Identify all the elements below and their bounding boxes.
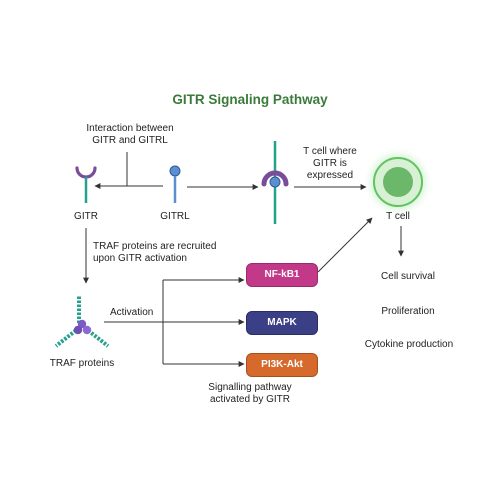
branch-arrows [162,277,245,367]
pathway-label: PI3K-Akt [261,359,303,370]
traf-proteins-label: TRAF proteins [49,358,115,369]
tcell-where-label: T cell where GITR is expressed [303,146,357,181]
traf-proteins-icon [54,296,110,348]
pathway-mapk-pill: MAPK [246,311,318,335]
pathway-label: NF-kB1 [264,269,300,280]
nfkb-to-tcell-arrow [317,217,373,273]
t-cell-icon [364,148,432,216]
outcome-cytokine-production: Cytokine production [364,339,454,350]
gitr-gitrl-complex-icon [261,141,289,224]
pathway-pi3k-akt-pill: PI3K-Akt [246,353,318,377]
traf-recruited-label: TRAF proteins are recruited upon GITR ac… [93,241,217,264]
page-title: GITR Signaling Pathway [172,92,328,107]
outcome-proliferation: Proliferation [381,306,435,317]
interaction-label: Interaction between GITR and GITRL [86,123,174,146]
gitr-label: GITR [74,211,98,222]
signalling-label: Signalling pathway activated by GITR [208,382,292,405]
pathway-nfkb1-pill: NF-kB1 [246,263,318,287]
pathway-label: MAPK [267,317,297,328]
gitrl-label: GITRL [160,211,190,222]
interaction-arrow [94,152,163,189]
outcome-cell-survival: Cell survival [381,271,435,282]
gitrl-ligand-icon [169,165,181,203]
gitr-receptor-icon [75,166,97,203]
activation-label: Activation [110,307,154,318]
tcell-label: T cell [386,211,410,222]
